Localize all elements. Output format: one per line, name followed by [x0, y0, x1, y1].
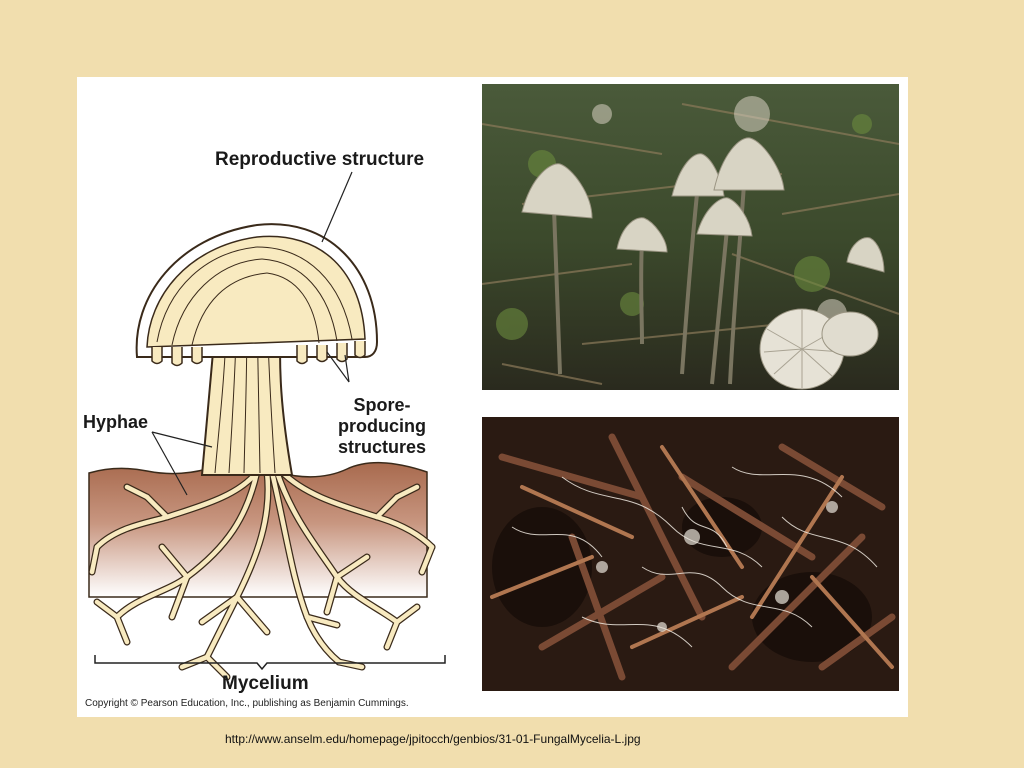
spore-producing-line-3: structures — [337, 437, 427, 457]
mushrooms-photo-art — [482, 84, 899, 390]
slide-panel: Reproductive structure Spore- producing … — [77, 77, 908, 717]
soil-layer — [88, 462, 428, 598]
spore-producing-label: Spore- producing structures — [317, 395, 447, 458]
mushrooms-photo — [482, 84, 899, 390]
mycelium-brace — [94, 655, 446, 671]
source-caption: http://www.anselm.edu/homepage/jpitocch/… — [225, 732, 641, 746]
mycelia-photo-art — [482, 417, 899, 691]
mycelium-network — [88, 468, 436, 681]
copyright-notice: Copyright © Pearson Education, Inc., pub… — [85, 698, 409, 709]
spore-producing-line-1: Spore- — [353, 395, 411, 415]
leader-lines — [151, 171, 353, 496]
fungus-diagram-art — [88, 171, 446, 681]
mycelia-on-needles-photo — [482, 417, 899, 691]
spore-producing-tips — [151, 341, 366, 367]
hyphae-label: Hyphae — [83, 412, 149, 432]
mycelium-label: Mycelium — [222, 673, 309, 694]
gilled-mushroom — [759, 308, 879, 390]
reproductive-structure-label: Reproductive structure — [215, 149, 425, 170]
fungus-diagram: Reproductive structure Spore- producing … — [77, 77, 477, 717]
cap-hyphae-strands — [156, 246, 353, 346]
spore-producing-line-2: producing — [338, 416, 426, 436]
